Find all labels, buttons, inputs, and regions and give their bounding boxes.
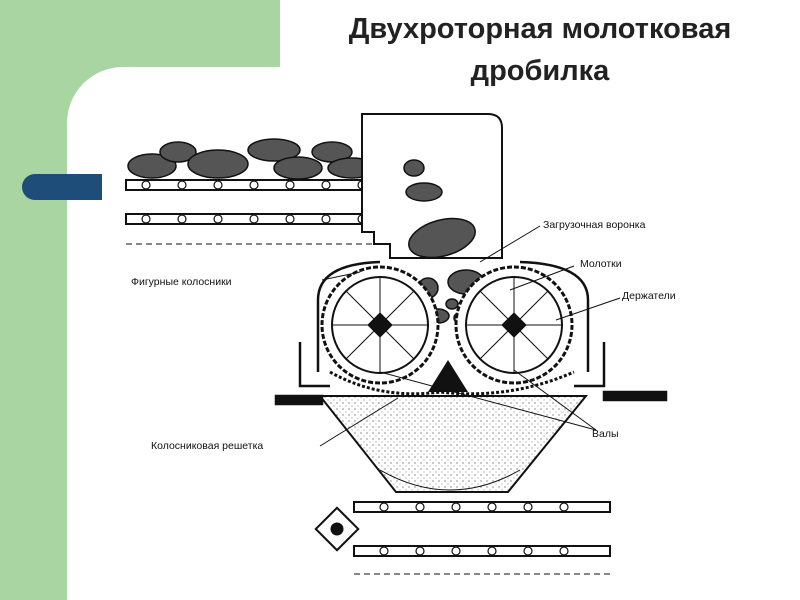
label-grate: Колосниковая решетка xyxy=(151,440,263,452)
rocks-on-conveyor xyxy=(127,138,399,180)
right-rotor xyxy=(454,265,574,385)
slide-title: Двухроторная молотковая дробилка xyxy=(348,13,732,87)
label-hammers: Молотки xyxy=(580,258,622,270)
center-wedge xyxy=(428,360,468,392)
discharge-conveyor xyxy=(314,501,611,575)
grate-arc xyxy=(329,370,575,396)
label-holders: Держатели xyxy=(622,290,676,302)
label-shaped-grates: Фигурные колосники xyxy=(131,276,232,288)
discharge-cone xyxy=(317,395,589,493)
leader-lines xyxy=(319,225,621,447)
label-shafts: Валы xyxy=(592,428,619,440)
slide-top-panel xyxy=(280,0,800,68)
accent-bar xyxy=(22,174,102,200)
left-rotor xyxy=(320,265,440,385)
label-hopper: Загрузочная воронка xyxy=(543,219,646,231)
crusher-housing xyxy=(274,260,668,406)
